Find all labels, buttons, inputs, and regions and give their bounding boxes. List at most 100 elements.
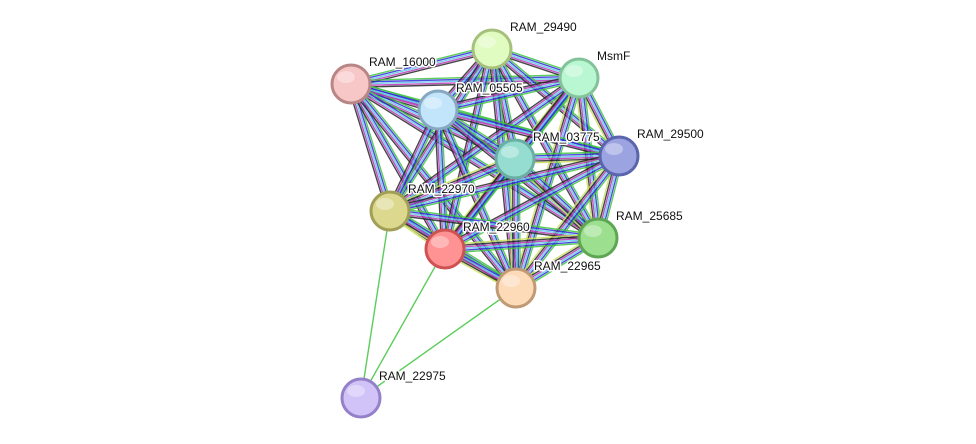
edge-MsmF-RAM_05505 [436,73,581,115]
node-circle[interactable] [558,57,600,99]
node-highlight [501,146,519,158]
node-RAM_29500[interactable] [598,135,640,177]
edge-RAM_22975-RAM_22970 [360,210,391,399]
node-label-halo: RAM_22975 [379,369,446,383]
node-highlight [431,236,449,248]
edge-evidence-line [437,77,580,111]
edge-evidence-line [349,45,492,82]
node-highlight [376,198,394,210]
edge-evidence-line [517,156,622,291]
edge-evidence-line [351,82,519,288]
edge-evidence-line [389,211,599,241]
nodes-layer [330,28,640,419]
edge-evidence-line [444,155,620,250]
edge-evidence-line [444,241,599,254]
edge-evidence-line [349,46,493,84]
edge-evidence-line [442,152,619,247]
edge-evidence-line [352,81,520,287]
edge-evidence-line [347,85,515,291]
node-label-halo: RAM_22960 [463,220,530,234]
edge-RAM_29500-RAM_22970 [388,151,621,216]
edge-evidence-line [519,78,584,290]
node-RAM_05505[interactable] [417,89,459,131]
edge-evidence-line [437,107,621,156]
edge-evidence-line [440,109,450,250]
node-label: RAM_22965 [534,259,601,273]
edge-evidence-line [348,84,445,251]
edge-evidence-line [445,158,622,253]
node-label: RAM_29490 [510,20,577,34]
edge-evidence-line [388,151,619,209]
edge-RAM_05505-RAM_29500 [436,105,621,161]
edge-evidence-line [513,153,618,288]
node-circle[interactable] [424,228,466,270]
labels-layer: RAM_29490RAM_29490MsmFMsmFRAM_16000RAM_1… [368,19,706,385]
node-RAM_25685[interactable] [577,217,619,259]
edge-evidence-line [444,233,599,246]
node-circle[interactable] [577,217,619,259]
edge-evidence-line [439,109,448,250]
node-circle[interactable] [369,190,411,232]
node-circle[interactable] [494,138,536,180]
node-circle[interactable] [340,377,382,419]
node-circle[interactable] [471,28,513,70]
node-label: MsmF [597,49,630,63]
node-highlight [347,385,365,397]
edge-evidence-line [516,77,581,289]
node-label-halo: RAM_29490 [510,20,577,34]
node-MsmF[interactable] [558,57,600,99]
edge-evidence-line [389,206,600,236]
node-RAM_29490[interactable] [471,28,513,70]
node-label: RAM_16000 [369,55,436,69]
edge-evidence-line [347,84,388,213]
edge-evidence-line [348,86,597,242]
node-label-halo: RAM_25685 [616,209,683,223]
edge-RAM_29500-RAM_22965 [511,152,624,292]
node-label: RAM_03775 [533,130,600,144]
node-circle[interactable] [330,63,372,105]
node-RAM_03775[interactable] [494,138,536,180]
node-label-halo: RAM_22970 [408,182,475,196]
node-circle[interactable] [417,89,459,131]
edge-RAM_05505-RAM_22960 [433,109,450,250]
edge-evidence-line [350,83,599,239]
node-highlight [605,143,623,155]
edge-evidence-line [348,84,516,290]
node-RAM_22975[interactable] [340,377,382,419]
edge-evidence-line [388,157,516,211]
edge-evidence-line [445,156,621,252]
edge-evidence-line [514,154,620,289]
edge-RAM_25685-RAM_22960 [444,233,599,254]
edge-evidence-line [350,83,517,289]
edge-evidence-line [444,238,599,251]
node-label-halo: RAM_29500 [637,127,704,141]
edge-evidence-line [350,83,391,212]
edge-RAM_29500-RAM_22960 [442,152,622,253]
node-highlight [502,275,520,287]
node-circle[interactable] [598,135,640,177]
edge-evidence-line [518,157,624,292]
edge-evidence-line [389,155,620,212]
edge-evidence-line [388,155,515,210]
edge-evidence-line [347,84,443,252]
node-label-halo: RAM_16000 [369,55,436,69]
node-highlight [565,65,583,77]
node-label-halo: RAM_05505 [456,81,523,95]
edge-evidence-line [360,248,446,399]
edge-evidence-line [433,109,443,250]
node-RAM_22965[interactable] [495,267,537,309]
node-RAM_22970[interactable] [369,190,411,232]
node-RAM_22960[interactable] [424,228,466,270]
edge-RAM_16000-RAM_22965 [347,81,520,291]
edge-RAM_22975-RAM_22965 [360,287,517,399]
edge-evidence-line [349,84,598,241]
edge-evidence-line [517,78,583,290]
edge-evidence-line [444,236,599,249]
edge-evidence-line [360,210,391,399]
node-RAM_16000[interactable] [330,63,372,105]
edge-evidence-line [350,77,580,85]
edge-evidence-line [388,153,620,211]
edge-evidence-line [443,153,619,249]
node-circle[interactable] [495,267,537,309]
